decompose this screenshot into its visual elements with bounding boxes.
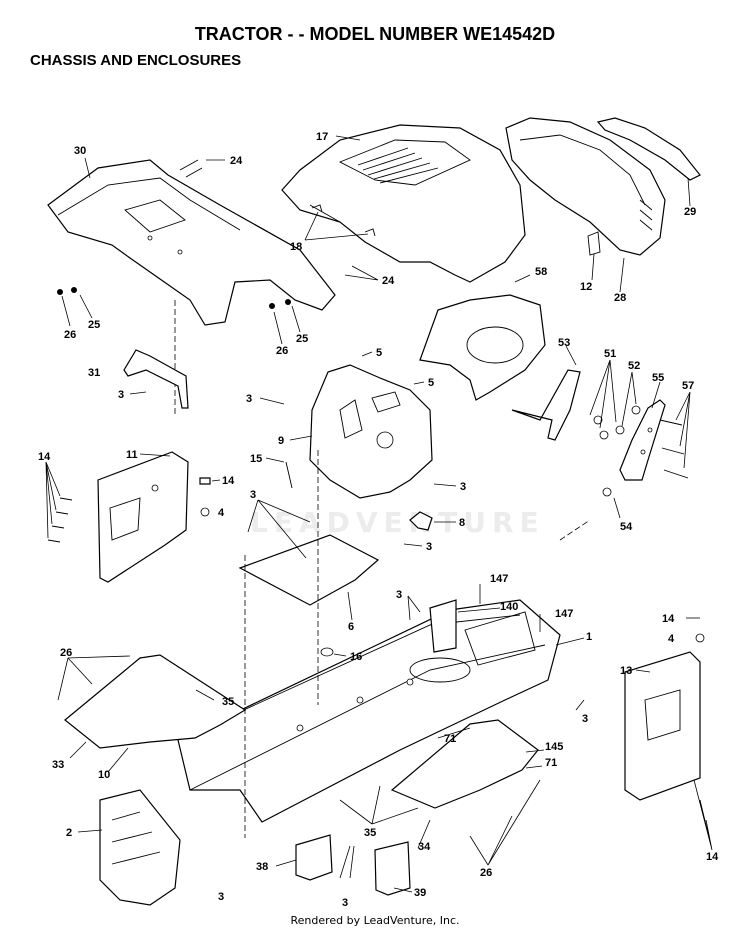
page-title: TRACTOR - - MODEL NUMBER WE14542D — [194, 24, 556, 44]
callout-31: 31 — [88, 367, 100, 379]
callout-10: 10 — [98, 769, 110, 781]
callout-35b: 35 — [364, 827, 376, 839]
callout-8: 8 — [459, 517, 465, 529]
part-17-hood — [281, 124, 526, 283]
callout-53: 53 — [558, 337, 570, 349]
callout-52: 52 — [628, 360, 640, 372]
callout-9: 9 — [278, 435, 284, 447]
part-39-bracket — [374, 841, 411, 896]
callout-26: 26 — [64, 329, 76, 341]
part-29-grille — [505, 117, 701, 256]
callout-140: 140 — [500, 601, 518, 613]
callout-51: 51 — [604, 348, 616, 360]
part-58-dash-panel — [419, 294, 546, 401]
part-18-clip — [311, 204, 376, 237]
callout-25b: 25 — [296, 333, 308, 345]
part-33-footrest — [64, 654, 247, 749]
callout-57: 57 — [682, 380, 694, 392]
callout-3-clip: 3 — [426, 541, 432, 553]
callout-11: 11 — [126, 449, 138, 461]
callout-25: 25 — [88, 319, 100, 331]
callout-14-bottom-right: 14 — [706, 851, 719, 863]
callout-34: 34 — [418, 841, 431, 853]
callout-2: 2 — [66, 827, 72, 839]
callout-4-side: 4 — [668, 633, 675, 645]
part-9-console — [309, 364, 433, 499]
part-12-bracket — [587, 231, 601, 256]
callout-5b: 5 — [428, 377, 434, 389]
part-38-bracket — [295, 834, 333, 881]
callout-14-right: 14 — [222, 475, 235, 487]
callout-147b: 147 — [555, 608, 573, 620]
callout-29: 29 — [684, 206, 696, 218]
callout-5: 5 — [376, 347, 382, 359]
callout-3-right: 3 — [460, 481, 466, 493]
part-53-bracket — [511, 369, 581, 441]
callout-24: 24 — [230, 155, 243, 167]
alignment-lines — [174, 300, 591, 838]
callout-39: 39 — [414, 887, 426, 899]
callout-26b: 26 — [276, 345, 288, 357]
callout-145: 145 — [545, 741, 563, 753]
section-title: CHASSIS AND ENCLOSURES — [30, 52, 242, 69]
callout-14-side: 14 — [662, 613, 675, 625]
part-34-footrest — [390, 719, 539, 809]
callout-54: 54 — [620, 521, 633, 533]
footer-credit: Rendered by LeadVenture, Inc. — [290, 914, 460, 927]
callout-4: 4 — [218, 507, 225, 519]
part-1-main-frame — [177, 599, 561, 823]
callout-3-frame: 3 — [396, 589, 402, 601]
callout-17: 17 — [316, 131, 328, 143]
part-2-front-bracket — [99, 789, 181, 906]
part-54-washer — [602, 487, 612, 497]
callout-35: 35 — [222, 696, 234, 708]
part-52-washers — [593, 405, 641, 440]
callout-3-right-bolts: 3 — [582, 713, 588, 725]
part-11-side-panel — [97, 451, 189, 583]
part-55-bracket — [619, 399, 666, 481]
callout-3-plate: 3 — [250, 489, 256, 501]
callout-3-lower: 3 — [342, 897, 348, 909]
callout-58: 58 — [535, 266, 547, 278]
callout-71: 71 — [444, 733, 456, 745]
callout-13: 13 — [620, 665, 632, 677]
callout-3-console: 3 — [246, 393, 252, 405]
part-16-grommet — [320, 647, 334, 657]
part-8-clip — [409, 511, 433, 531]
callout-30: 30 — [74, 145, 86, 157]
part-57-bolts — [659, 419, 689, 479]
callout-26-foot: 26 — [60, 647, 72, 659]
callout-18: 18 — [290, 241, 302, 253]
watermark-logo: LEADVENTURE — [250, 506, 545, 539]
part-13-side-panel — [624, 651, 701, 801]
callout-3-bottom-left: 3 — [218, 891, 224, 903]
callout-1: 1 — [586, 631, 592, 643]
callout-12: 12 — [580, 281, 592, 293]
callout-6: 6 — [348, 621, 354, 633]
callout-3-left: 3 — [118, 389, 124, 401]
callout-layer: 30 24 17 18 24 26 25 26 25 31 3 58 — [38, 131, 719, 909]
part-24-screw-upper — [179, 159, 203, 178]
part-140-bracket — [429, 599, 457, 653]
callout-16: 16 — [350, 651, 362, 663]
callout-24b: 24 — [382, 275, 395, 287]
callout-14-left: 14 — [38, 451, 51, 463]
callout-71b: 71 — [545, 757, 557, 769]
callout-15: 15 — [250, 453, 262, 465]
part-30-rear-fender — [47, 159, 336, 326]
part-15-bolt — [285, 461, 293, 489]
callout-28: 28 — [614, 292, 626, 304]
callout-26-right: 26 — [480, 867, 492, 879]
callout-147: 147 — [490, 573, 508, 585]
part-14-screws-left — [47, 497, 73, 543]
callout-38: 38 — [256, 861, 268, 873]
callout-55: 55 — [652, 372, 664, 384]
part-6-plate — [238, 534, 380, 606]
callout-33: 33 — [52, 759, 64, 771]
